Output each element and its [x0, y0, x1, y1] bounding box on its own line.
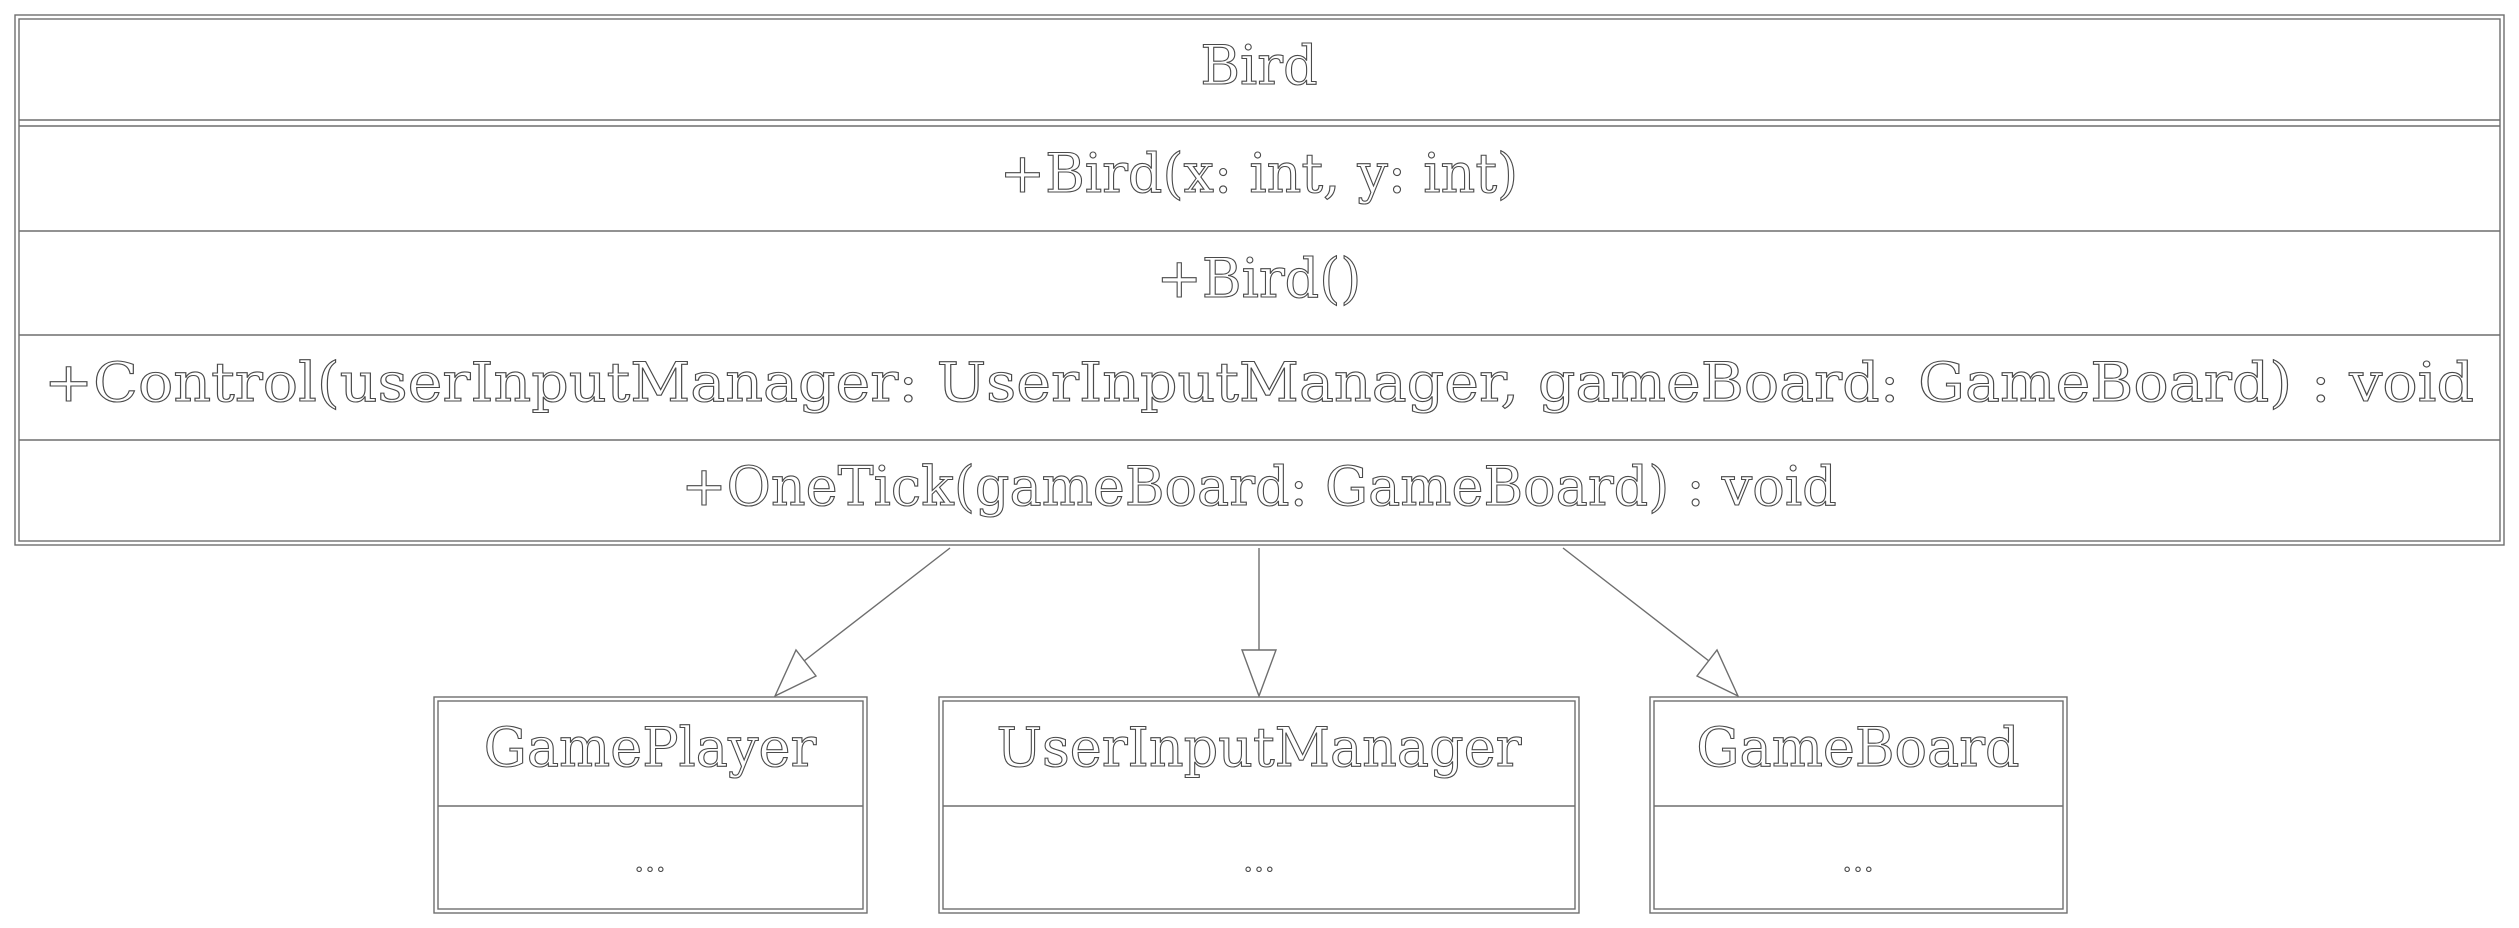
- edge-bird-to-gameboard: [1562, 547, 1719, 669]
- class-gameplayer-body: ...: [634, 840, 666, 880]
- class-bird-outer-border: [14, 14, 2505, 546]
- class-gameboard-name: GameBoard: [1696, 716, 2019, 779]
- class-bird-member-3: +Control(userInputManager: UserInputMana…: [44, 351, 2474, 414]
- class-bird[interactable]: Bird +Bird(x: int, y: int) +Bird() +Cont…: [14, 14, 2505, 546]
- class-bird-inner-border: [18, 18, 2501, 542]
- class-userinputmanager-inner-border: [942, 700, 1576, 910]
- class-bird-member-2: +Bird(): [1157, 247, 1362, 310]
- arrowhead-userinputmanager: [1240, 649, 1278, 699]
- class-gameplayer-inner-border: [437, 700, 864, 910]
- edge-bird-to-gameplayer: [794, 547, 951, 669]
- class-gameboard[interactable]: GameBoard ...: [1649, 696, 2068, 914]
- class-bird-name: Bird: [1200, 34, 1317, 97]
- class-gameplayer-name: GamePlayer: [484, 716, 817, 779]
- class-gameboard-inner-border: [1653, 700, 2064, 910]
- class-userinputmanager[interactable]: UserInputManager ...: [938, 696, 1580, 914]
- class-gameboard-outer-border: [1649, 696, 2068, 914]
- arrowhead-gameboard: [1695, 648, 1740, 698]
- dependency-edges: [773, 547, 1740, 699]
- class-bird-member-4: +OneTick(gameBoard: GameBoard) : void: [681, 455, 1836, 518]
- class-userinputmanager-outer-border: [938, 696, 1580, 914]
- class-gameplayer[interactable]: GamePlayer ...: [433, 696, 868, 914]
- class-userinputmanager-body: ...: [1243, 840, 1275, 880]
- class-gameplayer-outer-border: [433, 696, 868, 914]
- arrowhead-gameplayer: [773, 648, 818, 698]
- class-gameboard-body: ...: [1842, 840, 1874, 880]
- class-bird-member-1: +Bird(x: int, y: int): [1000, 142, 1518, 205]
- class-userinputmanager-name: UserInputManager: [997, 716, 1522, 779]
